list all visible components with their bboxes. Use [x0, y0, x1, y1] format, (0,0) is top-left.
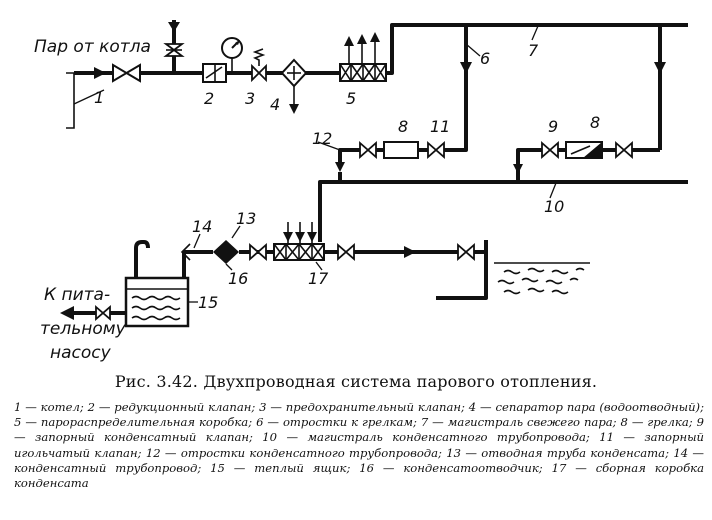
- callout-15: 15: [198, 293, 218, 312]
- feed-pump-outlet: [60, 305, 126, 321]
- figure-legend: 1 — котел; 2 — редукционный клапан; 3 — …: [14, 400, 704, 491]
- callout-8-right: 8: [590, 113, 600, 132]
- callout-9: 9: [548, 117, 558, 136]
- safety-valve: [251, 48, 267, 83]
- figure-caption: Рис. 3.42. Двухпроводная система паровог…: [114, 372, 598, 391]
- pump-label-line-2: тельному: [40, 319, 127, 339]
- fresh-steam-main: [386, 23, 688, 75]
- callout-11: 11: [430, 117, 450, 136]
- pump-label-line-3: насосу: [50, 343, 112, 363]
- heater-left: [346, 141, 452, 159]
- callout-1: 1: [94, 88, 104, 107]
- callout-3: 3: [245, 89, 255, 108]
- callout-2: 2: [204, 89, 214, 108]
- pump-label-line-1: К пита-: [44, 285, 110, 305]
- vent-branch: [163, 20, 185, 73]
- boiler: [66, 72, 105, 129]
- callout-12: 12: [312, 129, 332, 148]
- reducing-valve: [202, 63, 227, 83]
- heater-branch-right: [632, 25, 666, 152]
- callout-16: 16: [228, 269, 248, 288]
- condensate-offshoots: [317, 141, 524, 182]
- steam-source-label: Пар от котла: [34, 37, 151, 57]
- callout-6: 6: [480, 49, 490, 68]
- callout-17: 17: [308, 269, 329, 288]
- steam-distribution-box: [339, 32, 387, 82]
- warm-tank: [124, 240, 198, 328]
- heater-branch-left: [452, 25, 481, 152]
- callout-4: 4: [270, 95, 280, 114]
- overflow-line: [324, 240, 488, 300]
- callout-5: 5: [346, 89, 356, 108]
- steam-separator: [280, 58, 308, 114]
- inlet-valve: [112, 63, 141, 83]
- condensate-main: [318, 180, 688, 242]
- heater-right: [524, 141, 633, 159]
- condensate-trap-line: [180, 225, 274, 278]
- callout-8-left: 8: [398, 117, 408, 136]
- callout-14: 14: [192, 217, 212, 236]
- steam-supply-pipe: [74, 67, 340, 79]
- condensate-collecting-box: [273, 222, 325, 271]
- callout-10: 10: [544, 197, 564, 216]
- callout-7: 7: [528, 41, 539, 60]
- steam-heating-diagram: Пар от котла К пита- тельному насосу 1 2…: [34, 20, 688, 363]
- water-reservoir: [494, 262, 590, 295]
- pressure-gauge: [221, 37, 243, 73]
- callout-13: 13: [236, 209, 256, 228]
